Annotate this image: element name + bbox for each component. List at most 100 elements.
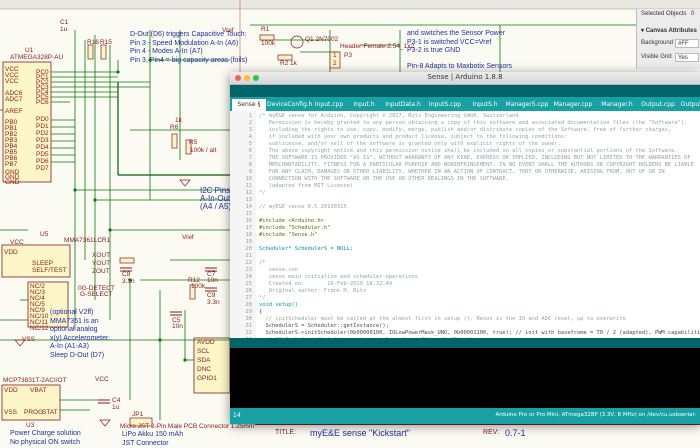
code-line[interactable]: /* myE&E sense for Arduino, Copyright © … — [259, 113, 519, 119]
code-line[interactable]: The above copyright notice and this perm… — [259, 148, 678, 154]
code-line[interactable]: Created on: 16-Feb-2019 18:32:49 — [259, 281, 393, 287]
tab-sense[interactable]: Sense § — [232, 99, 266, 111]
tab-output-h[interactable]: Output.h — [680, 101, 700, 108]
canvas-attributes-header[interactable]: ▾ Canvas Attributes — [641, 28, 697, 34]
u5-nc-3: NC/5 — [30, 301, 45, 308]
code-line[interactable]: SchedulerS->initScheduler(0b00000100, IO… — [259, 330, 700, 336]
rev-value: 0.7-1 — [505, 428, 526, 438]
code-line[interactable]: #include <Arduino.h> — [259, 218, 324, 224]
visible-grid-label: Visible Grid — [641, 54, 672, 60]
code-line[interactable]: #include "Sense.h" — [259, 232, 318, 238]
c8-label: C8 — [122, 271, 131, 278]
mma-note: (optional V2ff) MMA7361 is an optional a… — [50, 309, 110, 359]
u1-pin-vcc-1: VCC — [5, 72, 19, 79]
c1-value: 1u — [60, 26, 68, 33]
code-line[interactable]: (adapted from MIT License) — [259, 183, 354, 189]
c7-label: C7 — [207, 271, 216, 278]
tab-deviceconfig-h[interactable]: DeviceConfig.h — [267, 101, 313, 108]
u1-pin-pd2: PD2 — [36, 130, 49, 137]
u1-pin-pb4: PB4 — [5, 143, 18, 150]
code-line[interactable]: Original author: Frank H. Ritz — [259, 288, 367, 294]
u1-pin-pd4: PD4 — [36, 144, 49, 151]
line-number: 17 — [245, 225, 253, 231]
tab-input-h[interactable]: Input.h — [353, 101, 375, 108]
maximize-icon[interactable] — [253, 75, 259, 81]
tab-manager-cpp[interactable]: Manager.cpp — [553, 101, 593, 108]
code-line[interactable]: MERCHANTABILITY, FITNESS FOR A PARTICULA… — [259, 162, 694, 168]
u3-pin-vss: VSS — [4, 409, 18, 416]
code-line[interactable]: CONNECTION WITH THE SOFTWARE OR THE USE … — [259, 176, 509, 182]
tab-inputs-h[interactable]: InputS.h — [472, 101, 498, 108]
r16-label: R16 — [87, 39, 99, 46]
line-number: 8 — [248, 162, 252, 168]
q1-transistor-icon — [290, 35, 304, 49]
visible-grid-select[interactable]: Yes — [675, 53, 699, 62]
u5-pin-gsel: G-SELECT — [80, 291, 113, 298]
r6-value: 1k — [175, 117, 182, 124]
code-line[interactable]: SchedulerS = Scheduler::getInstance(); — [259, 323, 389, 329]
u1-ref: U1 — [25, 47, 34, 54]
code-line[interactable]: #include "Scheduler.h" — [259, 225, 331, 231]
r1-label: R1 — [261, 26, 270, 33]
header-label: Header-Female-2.54_1x2 — [340, 43, 415, 50]
tab-inputdata-h[interactable]: InputData.h — [385, 101, 421, 108]
u1-pin-gnd-0: GND — [5, 169, 20, 176]
u1-pin-gnd-2: GND — [5, 179, 20, 186]
code-line[interactable]: Scheduler* SchedulerS = NULL; — [259, 246, 354, 252]
code-line[interactable]: sublicense, and/or sell of the software … — [259, 141, 561, 147]
code-line[interactable]: // myE&E sense 0.5 20190315 — [259, 204, 347, 210]
code-line[interactable]: void setup() — [259, 302, 298, 308]
code-line[interactable]: Permission is hereby granted to any pers… — [259, 120, 688, 126]
code-line[interactable]: */ — [259, 190, 266, 196]
touch-note: D-Out (D6) triggers Capacitive Touch: Pi… — [130, 31, 248, 64]
tab-bar: Sense § DeviceConfig.h Input.cpp Input.h… — [230, 97, 700, 111]
close-icon[interactable] — [235, 75, 241, 81]
code-line[interactable]: { — [259, 309, 263, 315]
u2-pin-dnc: DNC — [197, 366, 212, 373]
code-line[interactable]: FOR ANY CLAIM, DAMAGES OR OTHER LIABILIT… — [259, 169, 665, 175]
code-line[interactable]: */ — [259, 295, 266, 301]
line-number: 19 — [245, 239, 253, 245]
u1-pin-pc0: PC0 — [36, 69, 49, 76]
tab-inputs-cpp[interactable]: InputS.cpp — [428, 101, 462, 108]
u5-pin-0g: 0G-DETECT — [78, 285, 115, 292]
u1-pin-pd6: PD6 — [36, 158, 49, 165]
u5-nc-6: NC/11 — [30, 319, 48, 326]
u5-ref: U5 — [40, 231, 49, 238]
u3-ref: U3 — [26, 422, 35, 429]
code-line[interactable]: // initScheduler must be called at the a… — [259, 316, 626, 322]
u5-nc-4: NC/9 — [30, 307, 45, 314]
tab-manager5-cpp[interactable]: Manager5.cpp — [505, 101, 549, 108]
line-number: 16 — [245, 218, 253, 224]
tab-output-cpp[interactable]: Output.cpp — [641, 101, 675, 108]
u5-pin-zout: ZOUT — [92, 268, 110, 275]
background-field[interactable]: #FF — [675, 39, 699, 48]
arduino-titlebar[interactable]: Sense | Arduino 1.8.8 — [230, 72, 700, 85]
line-number: 6 — [248, 148, 252, 154]
line-number: 21 — [245, 253, 253, 259]
u5-nc-1: NC/3 — [30, 289, 45, 296]
selected-objects-label: Selected Objects — [641, 11, 687, 17]
console-output[interactable] — [230, 348, 700, 408]
u1-pin-pb3: PB3 — [5, 137, 18, 144]
code-line[interactable]: /* — [259, 260, 266, 266]
arduino-window[interactable]: Sense | Arduino 1.8.8 Sense § DeviceConf… — [230, 72, 700, 424]
line-number: 1 — [248, 113, 252, 119]
q1-label: Q1 2N7002 — [305, 36, 339, 43]
line-number: 13 — [245, 197, 253, 203]
line-number: 23 — [245, 267, 253, 273]
code-line[interactable]: THE SOFTWARE IS PROVIDED "AS IS", WITHOU… — [259, 155, 691, 161]
u1-pin-pb1: PB1 — [5, 125, 18, 132]
tab-input-cpp[interactable]: Input.cpp — [314, 101, 344, 108]
tab-manager-h[interactable]: Manager.h — [601, 101, 633, 108]
code-line[interactable]: sense.ino — [259, 267, 298, 273]
minimize-icon[interactable] — [244, 75, 250, 81]
r15-label: R15 — [100, 39, 112, 46]
code-line[interactable]: including the rights to use, copy, modif… — [259, 127, 672, 133]
code-line[interactable]: if included with your own products and p… — [259, 134, 568, 140]
i2c-note: I2C Pins A-In-Out (A4 / A5) — [200, 186, 232, 211]
u1-pin-pb6: PB6 — [5, 155, 18, 162]
code-line[interactable]: sense main initialize and scheduler oper… — [259, 274, 419, 280]
jp1-part: Micro JST 2-Pin Male PCB Connector 1.25m… — [120, 423, 255, 430]
